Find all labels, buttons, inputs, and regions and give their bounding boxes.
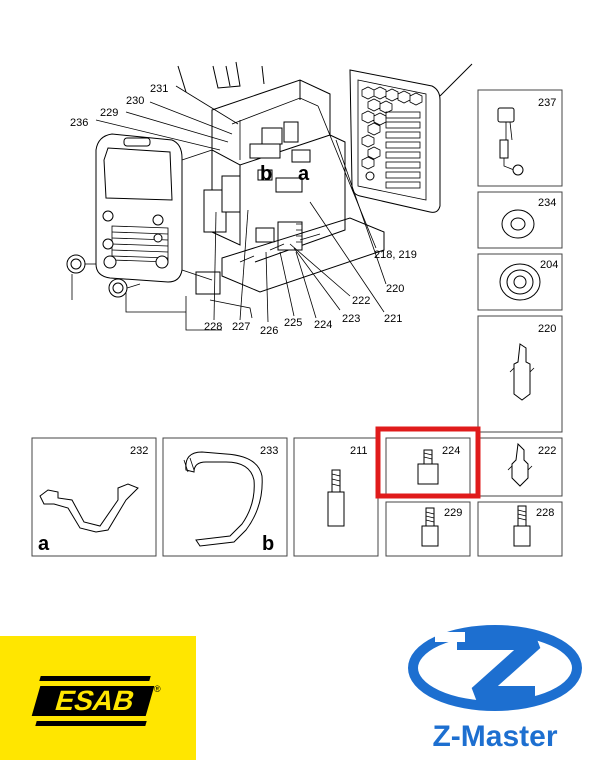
label-221: 221 [384, 313, 402, 325]
box-label-222: 222 [538, 445, 556, 457]
part-box-237: 237 [477, 89, 563, 187]
zmaster-logo-text: Z-Master [432, 720, 558, 753]
label-230: 230 [126, 95, 144, 107]
part-box-222: 222 [477, 437, 563, 497]
zmaster-logo: Z-Master [395, 620, 595, 760]
part-box-228: 228 [477, 501, 563, 557]
part-box-232: 232 a [31, 437, 157, 557]
label-229: 229 [100, 107, 118, 119]
zmaster-emblem-icon [408, 625, 582, 711]
box-label-a: a [38, 533, 50, 555]
label-231: 231 [150, 83, 168, 95]
part-box-229: 229 [385, 501, 471, 557]
part-box-234: 234 [477, 191, 563, 249]
box-label-211: 211 [350, 445, 368, 457]
esab-logo-bar-top [39, 676, 151, 681]
box-label-228: 228 [536, 507, 554, 519]
esab-registered-mark: ® [154, 684, 161, 694]
label-b: b [260, 163, 272, 185]
box-label-224: 224 [442, 445, 460, 457]
main-assembly [66, 61, 473, 331]
label-225: 225 [284, 317, 302, 329]
part-box-211: 211 [293, 437, 379, 557]
label-222: 222 [352, 295, 370, 307]
box-label-234: 234 [538, 197, 556, 209]
part-box-204: 204 [477, 253, 563, 311]
box-label-229: 229 [444, 507, 462, 519]
exploded-parts-diagram: 231 230 229 236 b a 218, 219 220 222 221… [31, 61, 563, 557]
box-label-220: 220 [538, 323, 556, 335]
part-box-224: 224 [385, 437, 471, 497]
highlight-frame [375, 426, 481, 499]
box-label-204: 204 [540, 259, 558, 271]
esab-logo: ESAB ® [0, 636, 196, 760]
label-236: 236 [70, 117, 88, 129]
label-a: a [298, 163, 310, 185]
esab-logo-text: ESAB [51, 685, 139, 716]
box-label-b: b [262, 533, 274, 555]
label-227: 227 [232, 321, 250, 333]
label-228: 228 [204, 321, 222, 333]
label-224: 224 [314, 319, 332, 331]
box-label-232: 232 [130, 445, 148, 457]
box-label-233: 233 [260, 445, 278, 457]
label-226: 226 [260, 325, 278, 337]
esab-logo-bar-bottom [35, 721, 147, 726]
part-box-233: 233 b [162, 437, 288, 557]
part-box-220: 220 [477, 315, 563, 433]
label-220: 220 [386, 283, 404, 295]
box-label-237: 237 [538, 97, 556, 109]
label-223: 223 [342, 313, 360, 325]
label-218-219: 218, 219 [374, 249, 417, 261]
